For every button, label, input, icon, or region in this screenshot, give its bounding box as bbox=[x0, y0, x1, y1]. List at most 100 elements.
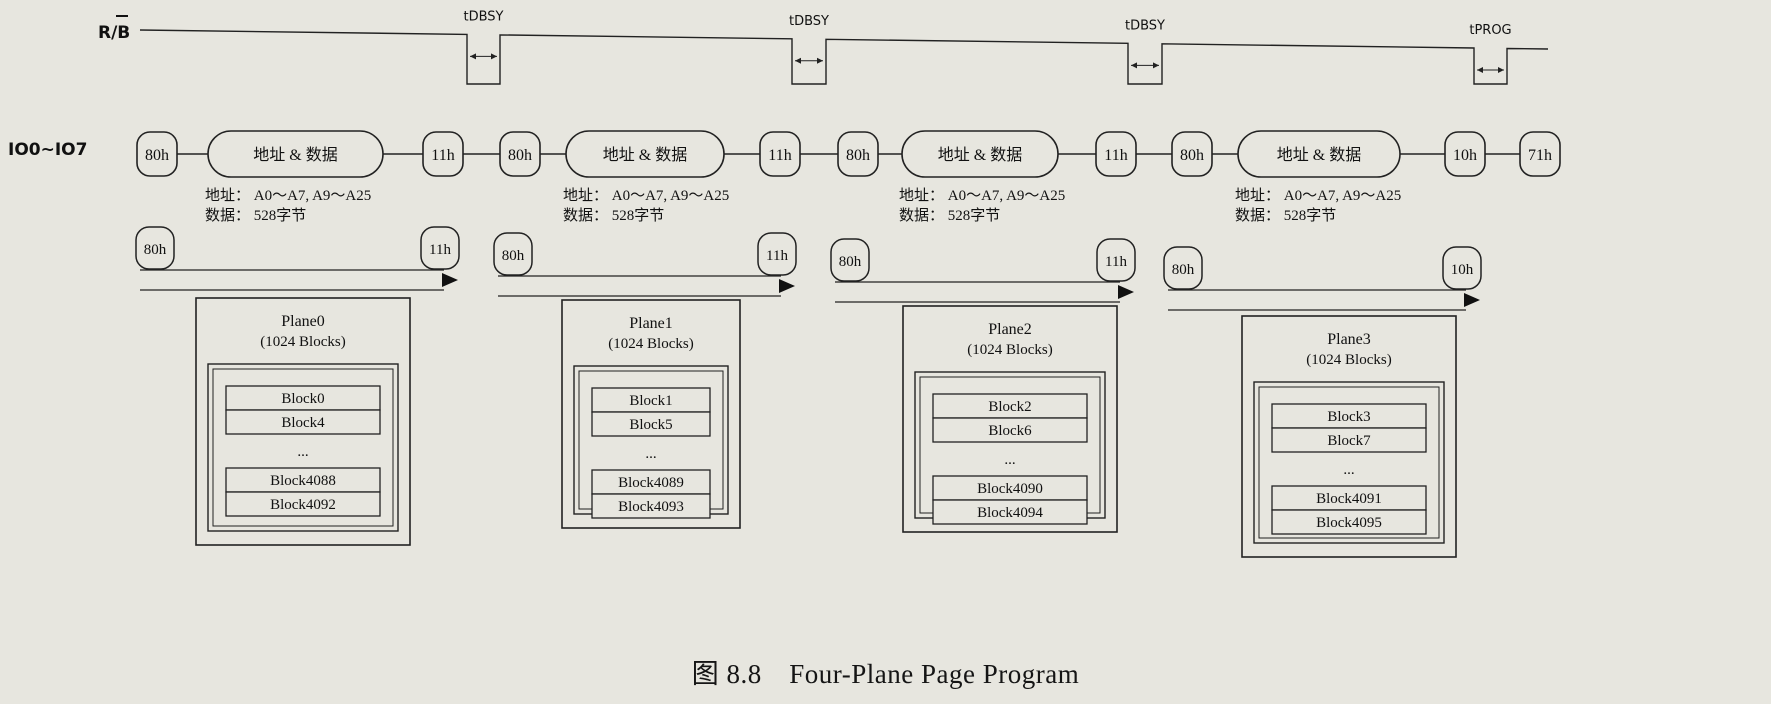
block-cell bbox=[225, 491, 381, 517]
command-box bbox=[136, 131, 178, 177]
transfer-command-box bbox=[493, 232, 533, 276]
pulse-arrow-right bbox=[491, 53, 497, 60]
pulse-arrow-right bbox=[817, 57, 823, 64]
plane-inner-box bbox=[1253, 381, 1445, 544]
data-size-note: 数据： 528字节 bbox=[1235, 207, 1336, 224]
io-bus-label: IO0~IO7 bbox=[8, 140, 87, 160]
block-label: Block4091 bbox=[1316, 491, 1382, 507]
command-box bbox=[1095, 131, 1137, 177]
transfer-command-box bbox=[1096, 238, 1136, 282]
command-text: 71h bbox=[1528, 147, 1552, 164]
command-box bbox=[1171, 131, 1213, 177]
block-label: Block4094 bbox=[977, 505, 1043, 521]
block-cell bbox=[932, 417, 1088, 443]
command-confirm: 11h bbox=[1095, 131, 1137, 177]
transfer-command-text: 10h bbox=[1451, 262, 1474, 278]
transfer-command-box bbox=[830, 238, 870, 282]
address-data-box bbox=[901, 130, 1059, 178]
transfer-command-text: 11h bbox=[1105, 254, 1127, 270]
rb-line bbox=[139, 29, 1549, 85]
plane-inner-box bbox=[207, 363, 399, 532]
block-ellipsis: ... bbox=[297, 444, 308, 460]
command-confirm: 11h bbox=[759, 131, 801, 177]
command-text: 80h bbox=[145, 147, 169, 164]
block-cell bbox=[1271, 427, 1427, 453]
transfer-arrow-head bbox=[1118, 285, 1134, 299]
block-cell bbox=[1271, 485, 1427, 511]
pulse-label: tDBSY bbox=[1125, 18, 1165, 33]
transfer-command-text: 11h bbox=[429, 242, 451, 258]
block-label: Block4095 bbox=[1316, 515, 1382, 531]
command-box bbox=[837, 131, 879, 177]
address-data-cycle: 地址 & 数据 bbox=[565, 130, 725, 178]
transfer-command-text: 80h bbox=[1172, 262, 1195, 278]
address-data-cycle: 地址 & 数据 bbox=[207, 130, 384, 178]
block-ellipsis: ... bbox=[645, 446, 656, 462]
pulse-label: tDBSY bbox=[464, 9, 504, 24]
address-range-note: 地址： A0～A7, A9～A25 bbox=[563, 187, 729, 204]
block-label: Block6 bbox=[988, 423, 1032, 439]
pulse-arrow-left bbox=[470, 53, 476, 60]
command-box bbox=[759, 131, 801, 177]
command-box bbox=[1444, 131, 1486, 177]
command-text: 11h bbox=[768, 147, 791, 164]
plane-subtitle: (1024 Blocks) bbox=[608, 336, 693, 352]
command-text: 80h bbox=[846, 147, 870, 164]
plane-subtitle: (1024 Blocks) bbox=[260, 334, 345, 350]
block-ellipsis: ... bbox=[1343, 462, 1354, 478]
command-80h: 80h bbox=[499, 131, 541, 177]
plane-inner-frame bbox=[212, 368, 394, 527]
pulse-arrow-right bbox=[1153, 62, 1159, 69]
plane-subtitle: (1024 Blocks) bbox=[1306, 352, 1391, 368]
transfer-command-box bbox=[1163, 246, 1203, 290]
block-label: Block4088 bbox=[270, 473, 336, 489]
command-80h: 80h bbox=[136, 131, 178, 177]
block-cell bbox=[591, 493, 711, 519]
transfer-command-box bbox=[135, 226, 175, 270]
address-data-text: 地址 & 数据 bbox=[253, 146, 337, 164]
command-box bbox=[422, 131, 464, 177]
command-box bbox=[499, 131, 541, 177]
address-data-box bbox=[565, 130, 725, 178]
transfer-command-box bbox=[757, 232, 797, 276]
command-confirm: 10h bbox=[1444, 131, 1486, 177]
block-label: Block1 bbox=[629, 393, 672, 409]
block-label: Block5 bbox=[629, 417, 672, 433]
address-data-box bbox=[207, 130, 384, 178]
block-label: Block4 bbox=[281, 415, 325, 431]
block-label: Block0 bbox=[281, 391, 324, 407]
block-cell bbox=[932, 393, 1088, 419]
address-data-box bbox=[1237, 130, 1401, 178]
transfer-command-text: 80h bbox=[144, 242, 167, 258]
data-size-note: 数据： 528字节 bbox=[205, 207, 306, 224]
svg-text:R/B: R/B bbox=[98, 23, 130, 43]
pulse-arrow-left bbox=[1131, 62, 1137, 69]
block-cell bbox=[225, 467, 381, 493]
address-range-note: 地址： A0～A7, A9～A25 bbox=[1235, 187, 1401, 204]
rb-signal-label: R/B bbox=[98, 15, 130, 43]
data-size-note: 数据： 528字节 bbox=[563, 207, 664, 224]
plane-outer-box bbox=[561, 299, 741, 529]
plane-title: Plane0 bbox=[281, 313, 325, 330]
pulse-arrow-left bbox=[1477, 67, 1483, 74]
pulse-arrow-left bbox=[795, 57, 801, 64]
plane-subtitle: (1024 Blocks) bbox=[967, 342, 1052, 358]
command-80h: 80h bbox=[1171, 131, 1213, 177]
pulse-label: tDBSY bbox=[789, 14, 829, 29]
block-cell bbox=[591, 411, 711, 437]
io-command-sequence: 80h 地址 & 数据 11h 地址： A0～A7, A9～A25 数据： 528字节 8… bbox=[136, 130, 1561, 224]
block-label: Block4093 bbox=[618, 499, 684, 515]
command-text: 11h bbox=[1104, 147, 1127, 164]
block-cell bbox=[1271, 509, 1427, 535]
command-text: 80h bbox=[1180, 147, 1204, 164]
command-text: 80h bbox=[508, 147, 532, 164]
transfer-arrow-head bbox=[442, 273, 458, 287]
block-cell bbox=[1271, 403, 1427, 429]
plane-title: Plane2 bbox=[988, 321, 1032, 338]
